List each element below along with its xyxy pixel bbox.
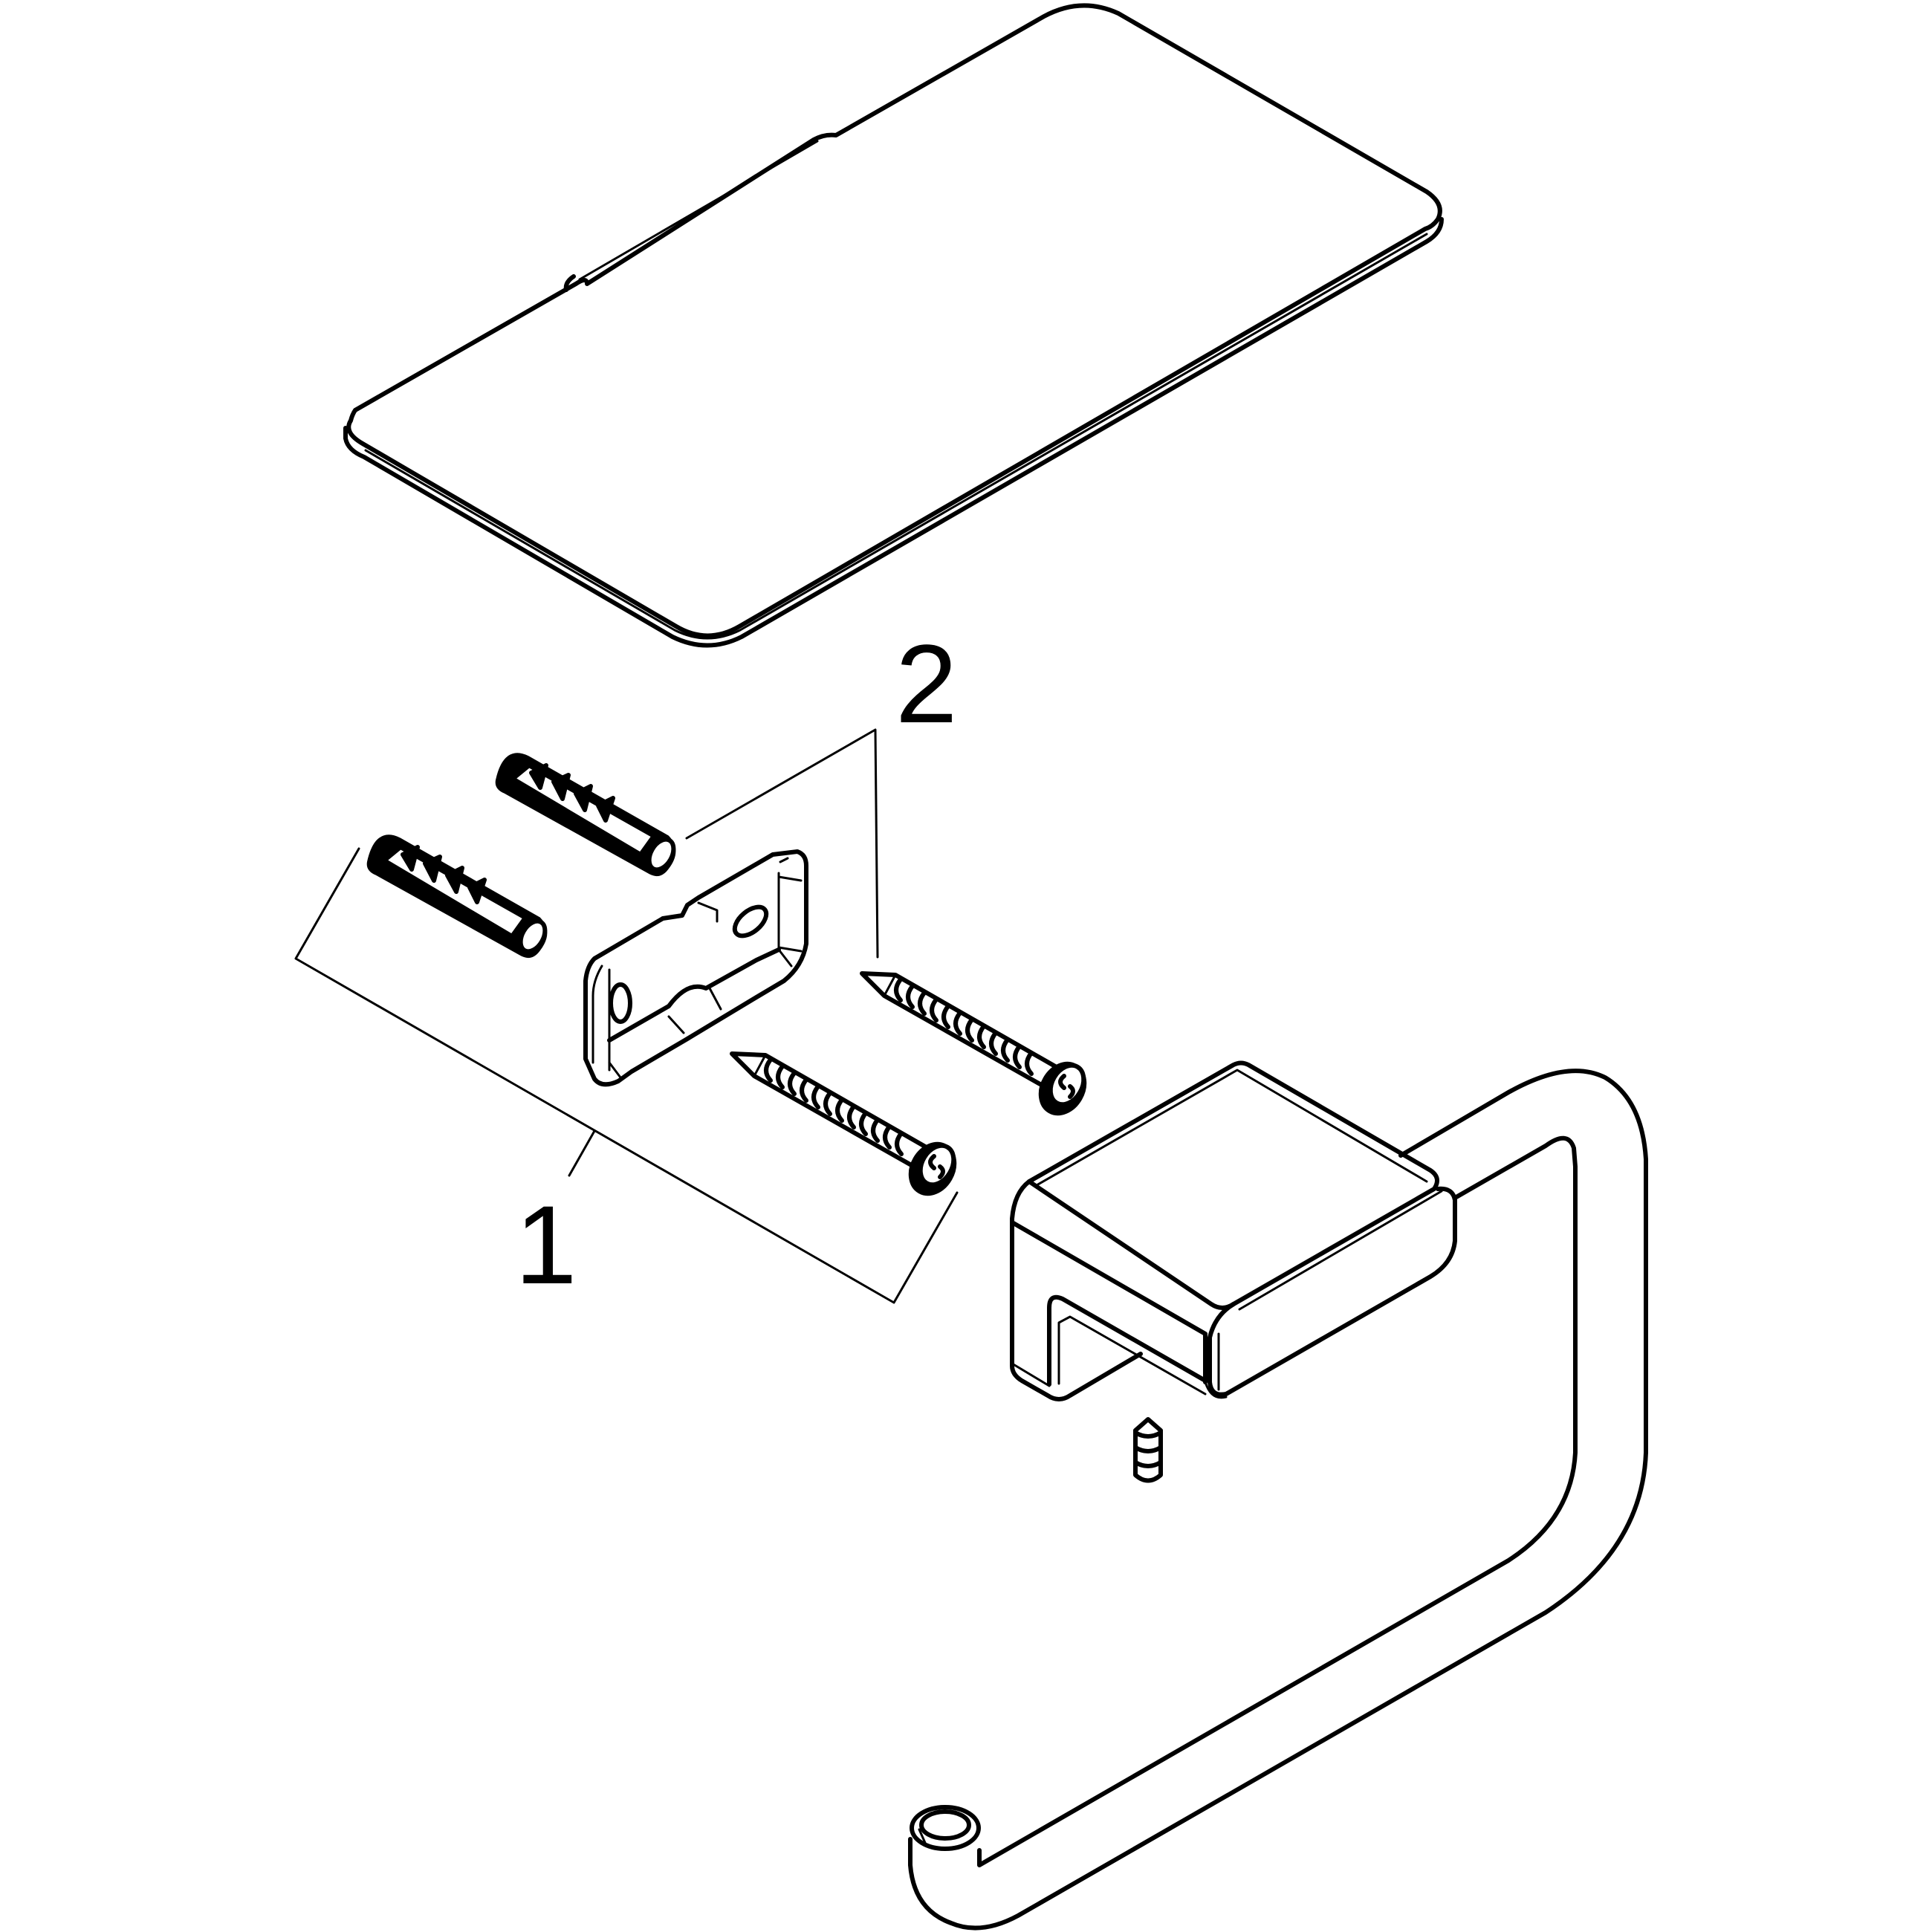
callout-number-1: 1 <box>515 1182 577 1307</box>
screw-upper <box>860 971 1087 1116</box>
wall-plug-upper <box>495 753 676 876</box>
set-screw <box>1133 1417 1163 1483</box>
callout-1-leader <box>294 847 959 1304</box>
callout-number-2: 2 <box>895 621 958 746</box>
shelf-plate <box>343 3 1444 648</box>
wall-plug-lower <box>366 834 548 958</box>
holder-body <box>908 1060 1648 1931</box>
screw-lower <box>730 1051 957 1196</box>
mounting-bracket <box>583 849 808 1087</box>
callout-2-leader <box>685 728 879 959</box>
